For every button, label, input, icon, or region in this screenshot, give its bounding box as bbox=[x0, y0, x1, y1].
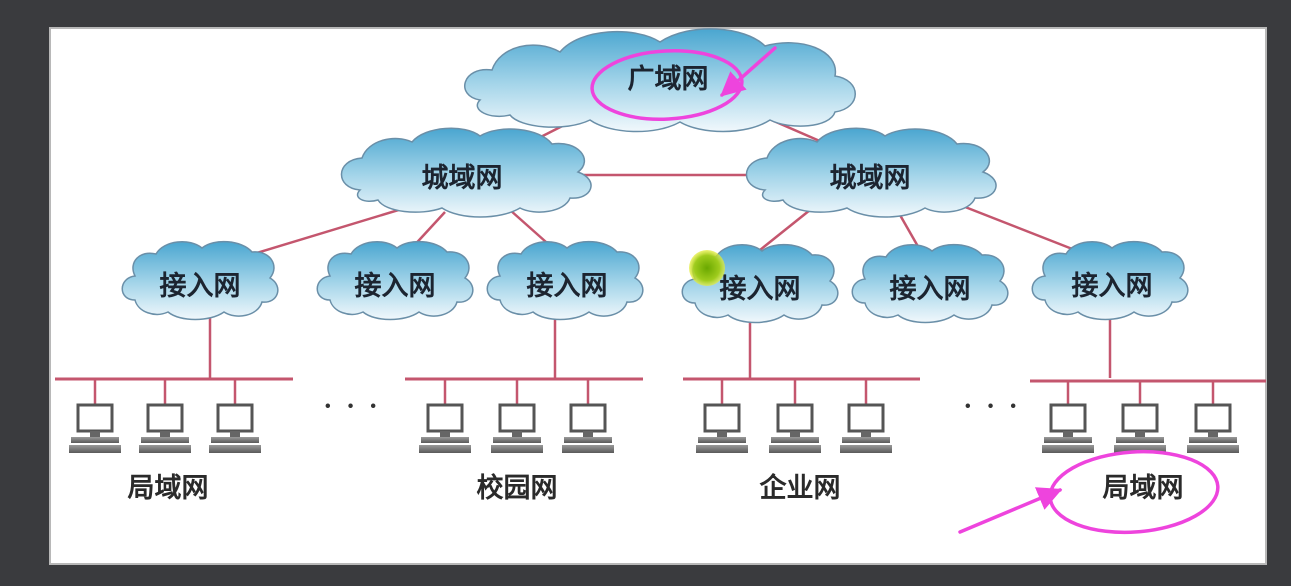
cloud-icon bbox=[745, 127, 997, 218]
arrow-icon-top bbox=[720, 46, 777, 97]
wan-label: 广域网 bbox=[628, 64, 709, 95]
man-label-right: 城域网 bbox=[830, 163, 911, 194]
computer-icon bbox=[491, 403, 543, 453]
man-cloud-left: 城域网 bbox=[340, 127, 592, 218]
cloud-icon bbox=[340, 127, 592, 218]
computer-icon bbox=[1042, 403, 1094, 453]
access-cloud-2: 接入网 bbox=[316, 240, 474, 321]
computer-icon bbox=[69, 403, 121, 453]
computer-icon bbox=[1187, 403, 1239, 453]
access-cloud-3: 接入网 bbox=[486, 240, 644, 321]
cloud-icon bbox=[851, 243, 1009, 324]
access-label-3: 接入网 bbox=[527, 271, 608, 302]
lan-label-3: 企业网 bbox=[760, 472, 841, 504]
access-label-2: 接入网 bbox=[355, 271, 436, 302]
computers bbox=[69, 403, 1239, 453]
wan-cloud: 广域网 bbox=[464, 28, 856, 133]
lan-label-2: 校园网 bbox=[477, 472, 558, 504]
access-label-6: 接入网 bbox=[1072, 271, 1153, 302]
computer-icon bbox=[696, 403, 748, 453]
computer-icon bbox=[209, 403, 261, 453]
arrow-icon-bottom bbox=[958, 487, 1063, 534]
access-label-1: 接入网 bbox=[160, 271, 241, 302]
computer-icon bbox=[1114, 403, 1166, 453]
cloud-icon bbox=[121, 240, 279, 321]
computer-icon bbox=[840, 403, 892, 453]
access-label-4: 接入网 bbox=[720, 274, 801, 305]
cloud-icon bbox=[464, 28, 856, 133]
ellipsis-right: · · · bbox=[964, 391, 1021, 420]
lan-label-1: 局域网 bbox=[128, 473, 209, 504]
lan-label-4: 局域网 bbox=[1103, 473, 1184, 504]
man-label-left: 城域网 bbox=[422, 163, 503, 194]
annotations bbox=[590, 46, 1220, 535]
computer-icon bbox=[769, 403, 821, 453]
cloud-icon bbox=[486, 240, 644, 321]
cursor-highlight bbox=[689, 250, 725, 286]
access-label-5: 接入网 bbox=[890, 274, 971, 305]
lan-drops bbox=[93, 379, 1215, 405]
cloud-icon bbox=[1031, 240, 1189, 321]
cloud-icon bbox=[316, 240, 474, 321]
man-cloud-right: 城域网 bbox=[745, 127, 997, 218]
access-cloud-1: 接入网 bbox=[121, 240, 279, 321]
access-cloud-6: 接入网 bbox=[1031, 240, 1189, 321]
computer-icon bbox=[419, 403, 471, 453]
ellipsis-left: · · · bbox=[324, 391, 381, 420]
computer-icon bbox=[562, 403, 614, 453]
computer-icon bbox=[139, 403, 191, 453]
access-cloud-5: 接入网 bbox=[851, 243, 1009, 324]
